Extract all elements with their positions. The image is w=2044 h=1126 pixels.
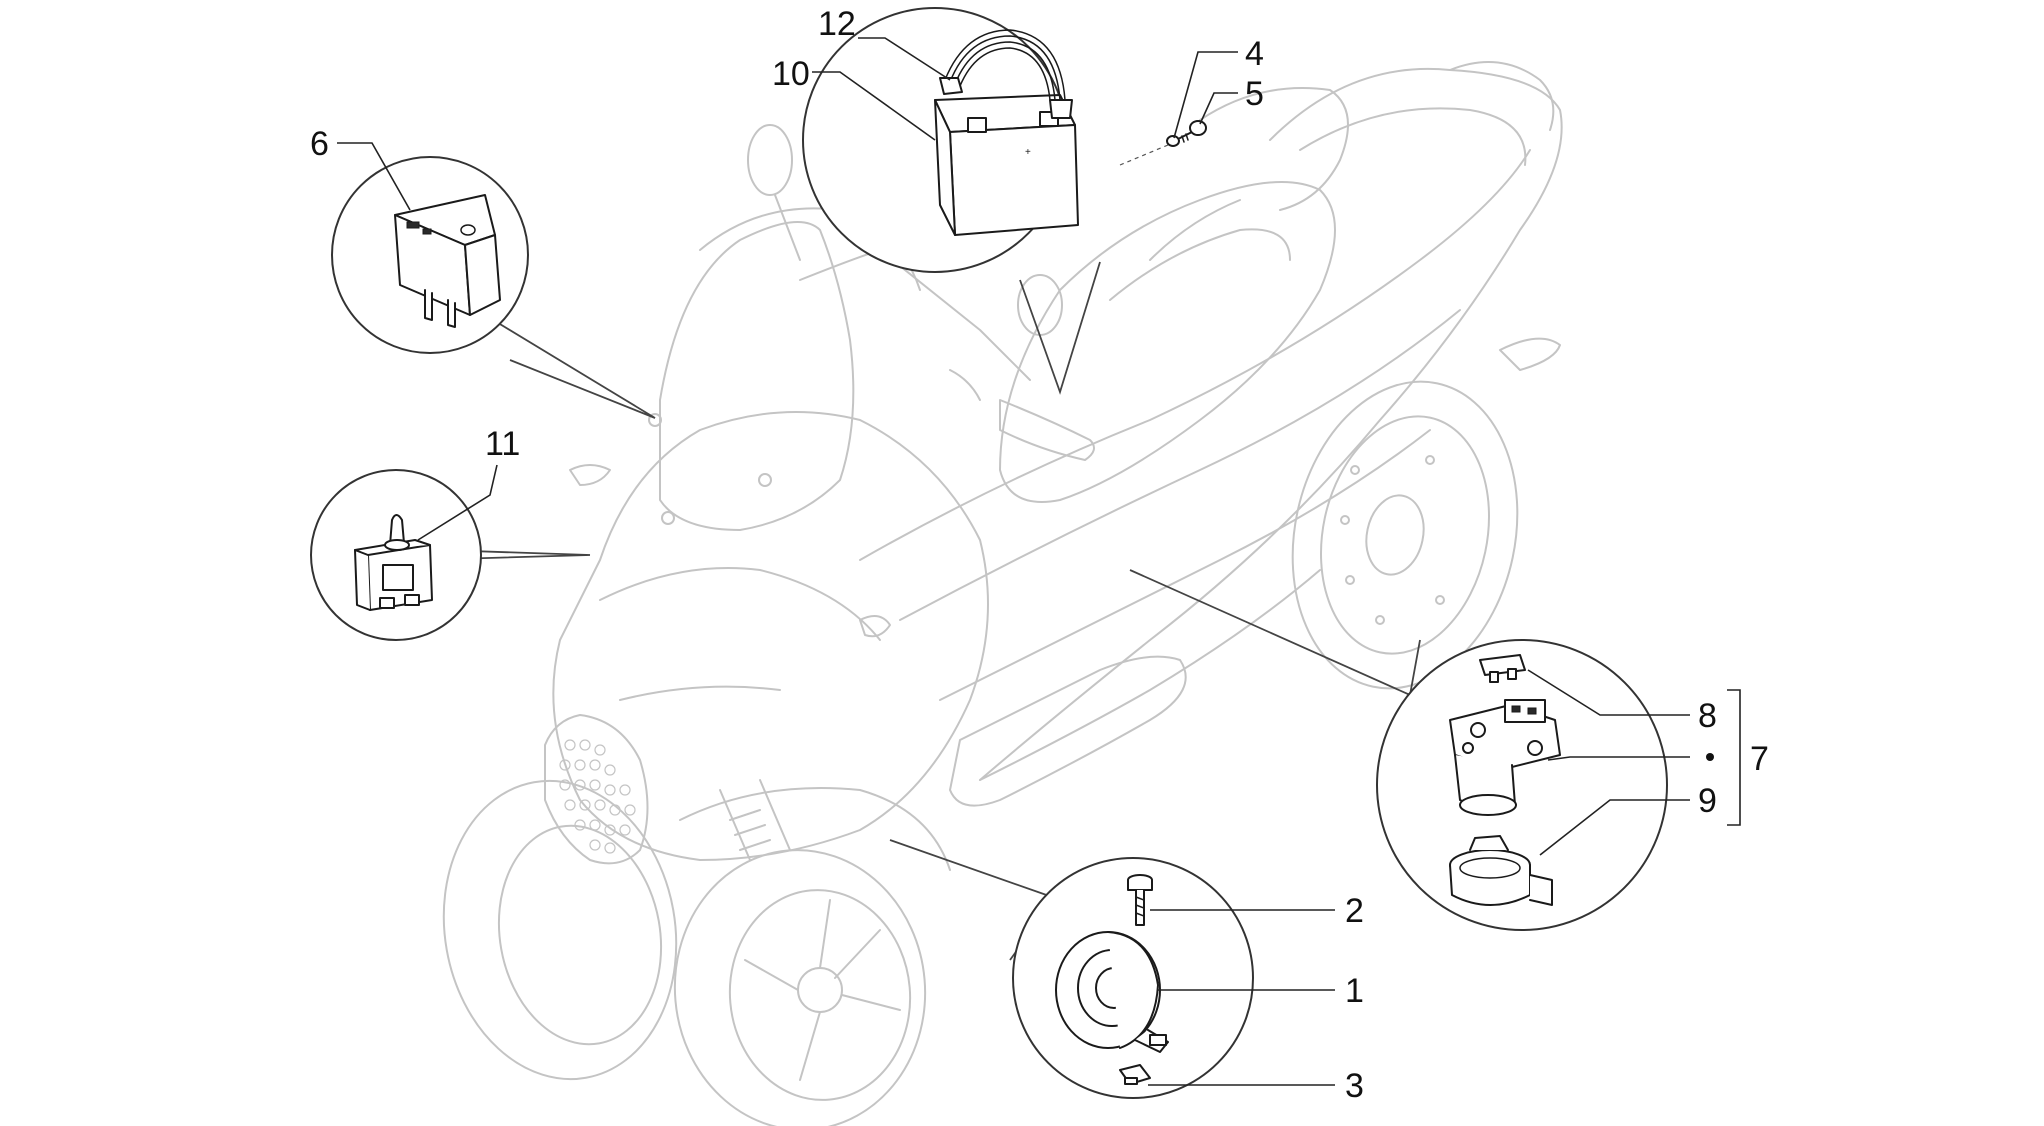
horn-nut-part	[1119, 1064, 1151, 1085]
callout-8: 8	[1698, 697, 1717, 735]
fuse-part	[1479, 654, 1526, 683]
callout-1: 1	[1345, 972, 1364, 1010]
callout-3: 3	[1345, 1067, 1364, 1105]
leader-lines	[337, 37, 1741, 1086]
battery-part: +	[934, 94, 1079, 236]
horn-part	[1055, 931, 1169, 1053]
horn-detail	[1012, 857, 1254, 1099]
solenoid-holder-part	[1449, 835, 1553, 906]
callout-11: 11	[485, 425, 520, 463]
battery-strap-part	[939, 29, 1073, 119]
callout-4: 4	[1245, 35, 1264, 73]
battery-detail: +	[802, 7, 1079, 273]
solenoid-part	[1449, 699, 1561, 816]
callout-2: 2	[1345, 892, 1364, 930]
svg-text:+: +	[1025, 147, 1031, 158]
relay-detail	[331, 156, 529, 354]
horn-bolt-part	[1127, 874, 1153, 926]
switch-detail	[310, 469, 482, 641]
scooter-outline	[442, 61, 1563, 1126]
callout-6: 6	[310, 125, 329, 163]
callout-10: 10	[772, 55, 810, 93]
screw-washer-part	[1119, 120, 1207, 166]
callout-5: 5	[1245, 75, 1264, 113]
relay-part	[394, 194, 501, 328]
switch-part	[354, 514, 433, 611]
callout-numbers: 6 11 12 10 4 5 8 7 9 2 1 3	[310, 5, 1769, 1105]
callout-9: 9	[1698, 782, 1717, 820]
callout-7: 7	[1750, 740, 1769, 778]
callout-12: 12	[818, 5, 856, 43]
solenoid-detail	[1376, 639, 1668, 931]
